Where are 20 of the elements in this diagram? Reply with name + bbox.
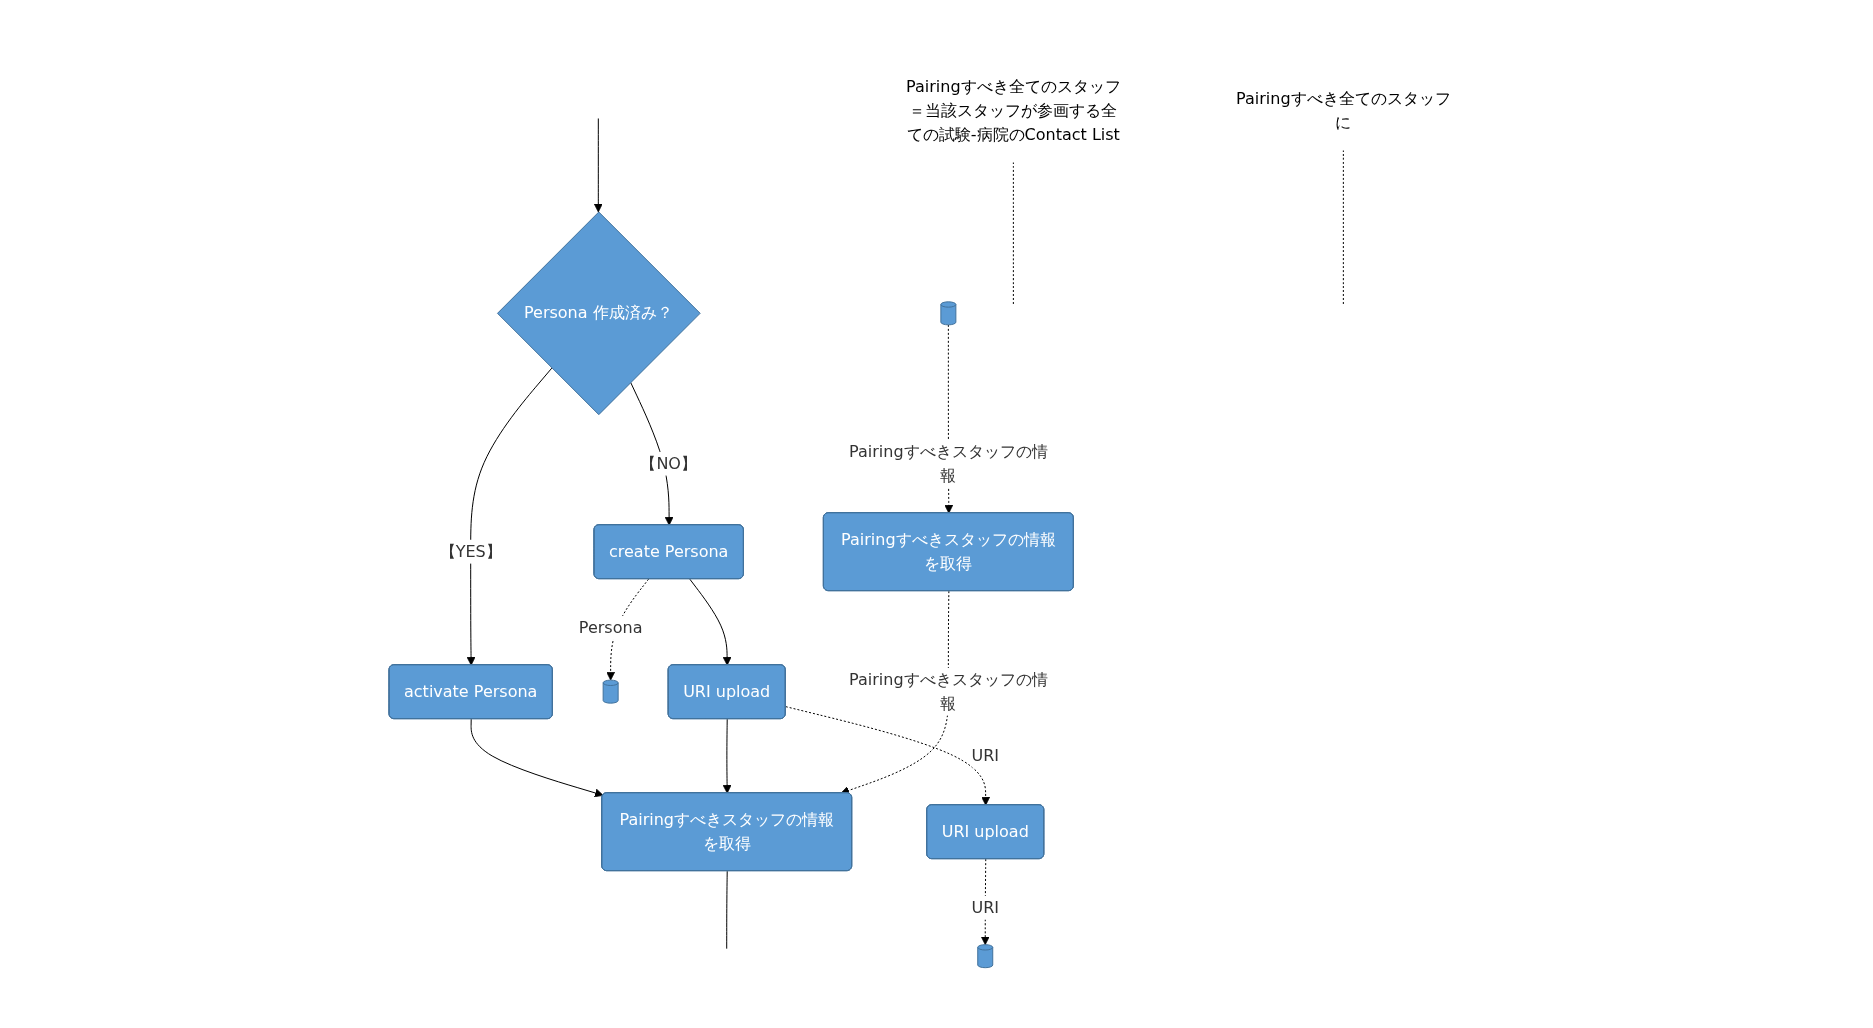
edge-label: Persona xyxy=(579,617,643,637)
arrow xyxy=(594,118,604,213)
arrow xyxy=(785,706,991,806)
arrow xyxy=(467,367,553,666)
arrow xyxy=(689,578,732,666)
node-diamond: Persona 作成済み？ xyxy=(497,211,701,416)
edge-label: URI xyxy=(971,745,1000,765)
edge-label: Pairingすべきスタッフの情報 xyxy=(849,669,1048,713)
node-cylinder xyxy=(977,944,994,969)
node-cylinder xyxy=(940,301,957,326)
node-text: Pairingすべき全てのスタッフに xyxy=(1236,89,1451,133)
edge-label: 【NO】 xyxy=(640,453,698,473)
edge-label: URI xyxy=(971,897,1000,917)
arrow xyxy=(470,718,604,798)
node-cylinder xyxy=(602,679,619,704)
node-text: Pairingすべき全てのスタッフ＝当該スタッフが参画する全ての試験-病院のContact List xyxy=(906,77,1121,145)
edge-label: 【YES】 xyxy=(439,541,503,561)
arrow xyxy=(723,718,732,794)
edge-label: Pairingすべきスタッフの情報 xyxy=(849,441,1048,485)
connector xyxy=(726,870,729,950)
